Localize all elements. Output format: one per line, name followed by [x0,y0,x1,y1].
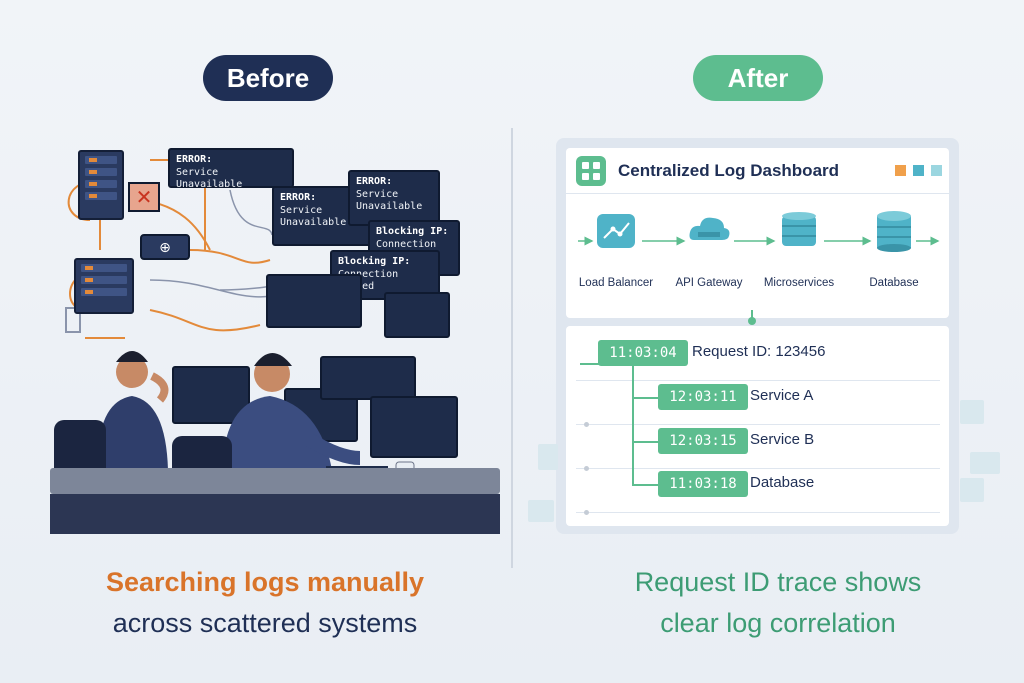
load-balancer-icon [597,214,635,248]
root-connector [580,363,600,365]
decor-tile [528,500,554,522]
node-api-gateway: API Gateway [664,210,754,289]
event-timestamp: 11:03:18 [658,471,748,497]
cylinder-stack-icon [782,212,816,246]
topology-arrows [578,236,940,246]
header-square-orange [895,165,906,176]
trace-spine [632,366,634,484]
desk-monitor-3 [320,356,416,400]
root-timestamp: 11:03:04 [598,340,688,366]
row-divider [576,468,940,469]
before-caption-line2: across scattered systems [112,608,418,638]
row-divider [576,512,940,513]
error-window-text: Service Unavailable [356,188,423,213]
after-caption-line1: Request ID trace shows [634,567,922,597]
server-rack-1 [78,150,124,220]
desk-front [50,494,500,534]
panel-connector [751,310,753,320]
database-icon [877,211,911,252]
after-badge: After [693,55,823,101]
desk-monitor-4 [370,396,458,458]
decor-tile [960,478,984,502]
node-label: Database [869,277,919,289]
blocking-window-title: Blocking IP: [376,226,449,237]
error-window-1: ERROR: Service Unavailable [168,148,294,190]
error-window-title: ERROR: [176,154,213,165]
desk-surface [50,468,500,494]
event-label: Service B [750,431,815,448]
server-rack-2 [74,258,134,314]
event-timestamp: 12:03:11 [658,384,748,410]
trace-branch [632,484,658,486]
row-divider [576,380,940,381]
before-illustration: ✕ ERROR: Service Unavailable ⊕ ERROR: Se… [40,140,500,540]
node-label: Load Balancer [578,277,654,289]
trace-branch [632,397,658,399]
error-window-text: Service Unavailable [280,204,347,229]
trace-branch [632,441,658,443]
event-label: Database [750,474,815,491]
dashboard-header: Centralized Log Dashboard [566,148,949,194]
node-load-balancer: Load Balancer [571,210,661,289]
decor-tile [960,400,984,424]
blocking-window-title: Blocking IP: [338,256,411,267]
dashboard-title: Centralized Log Dashboard [618,160,840,180]
row-dot [584,422,589,427]
trace-panel: 11:03:04 Request ID: 123456 12:03:11 Ser… [566,326,949,526]
network-switch-icon: ⊕ [140,234,190,260]
error-window-title: ERROR: [356,176,393,187]
error-window-text: Service Unavailable [176,166,243,191]
panel-connector-dot [748,317,756,325]
node-label: API Gateway [675,277,743,289]
before-badge: Before [203,55,333,101]
event-label: Service A [750,387,814,404]
center-divider [511,128,513,568]
desk-monitor-1 [172,366,250,424]
error-x-icon: ✕ [128,182,160,212]
node-microservices: Microservices [754,210,844,289]
decor-tile [970,452,1000,474]
node-database: Database [849,210,939,289]
error-window-3: ERROR: Service Unavailable [348,170,440,226]
request-id-label: Request ID: 123456 [692,343,826,360]
cloud-gateway-icon [689,217,730,240]
event-timestamp: 12:03:15 [658,428,748,454]
decor-tile [538,444,558,470]
row-dot [584,510,589,515]
topology-panel: Centralized Log Dashboard Load B [566,148,949,318]
after-caption-line2: clear log correlation [660,608,896,638]
log-monitor-2 [384,292,450,338]
dashboard-grid-icon [576,155,606,186]
log-dashboard: Centralized Log Dashboard Load B [556,138,959,534]
node-label: Microservices [763,277,835,289]
row-dot [584,466,589,471]
error-window-title: ERROR: [280,192,317,203]
header-square-light [931,165,942,176]
log-monitor-1 [266,274,362,328]
row-divider [576,424,940,425]
before-caption-line1: Searching logs manually [105,567,425,597]
header-square-teal [913,165,924,176]
